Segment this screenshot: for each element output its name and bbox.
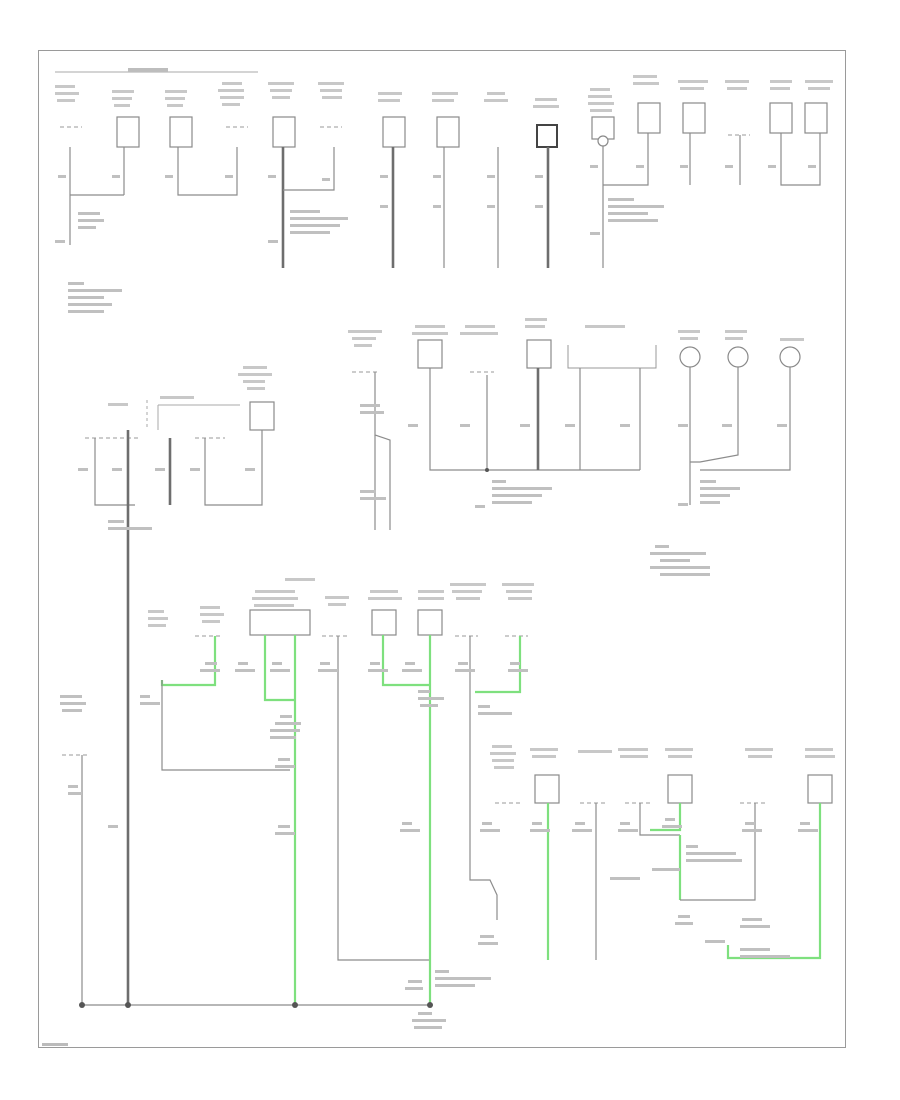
top-row-components xyxy=(55,75,833,313)
lower-section-components xyxy=(60,578,534,1029)
bottom-right-components xyxy=(400,745,835,960)
left-middle-components xyxy=(78,366,275,1005)
diagram-frame xyxy=(38,50,846,1048)
header-text xyxy=(128,68,168,72)
footer-label xyxy=(42,1043,68,1046)
middle-section-components xyxy=(348,318,804,576)
